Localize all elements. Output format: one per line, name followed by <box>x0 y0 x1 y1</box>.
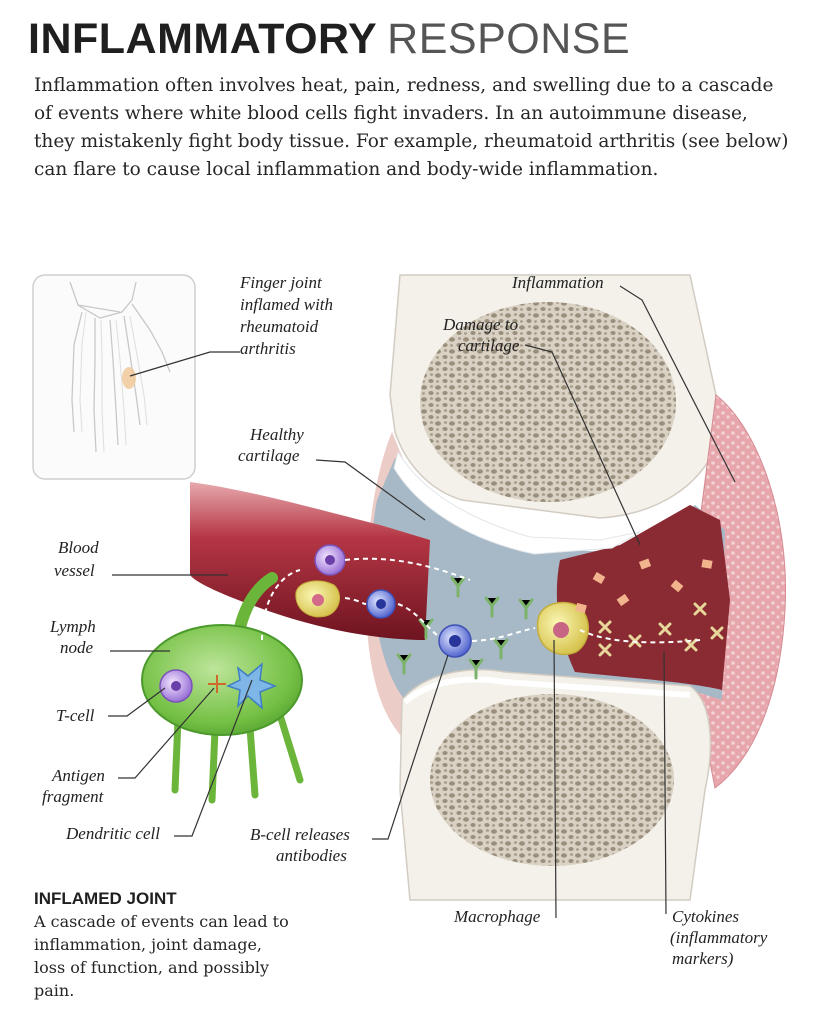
hand-inset <box>32 274 196 480</box>
label-t-cell: T-cell <box>56 706 95 725</box>
label-inflammation: Inflammation <box>511 273 604 292</box>
cartilage-fragments <box>575 558 713 614</box>
label-macrophage: Macrophage <box>453 907 541 926</box>
title-bold: INFLAMMATORY <box>28 15 378 63</box>
leader-lines <box>108 285 736 919</box>
cascade-arrows <box>261 557 701 644</box>
caption-title: INFLAMED JOINT <box>34 889 177 908</box>
lymph-node <box>141 572 304 804</box>
upper-bone <box>389 274 717 519</box>
title-light: RESPONSE <box>387 15 631 63</box>
damaged-tissue <box>556 505 730 690</box>
antibodies <box>396 576 534 680</box>
caption-body: A cascade of events can lead to inflamma… <box>34 912 289 1000</box>
cytokine-markers <box>598 602 724 657</box>
intro-paragraph: Inflammation often involves heat, pain, … <box>34 75 789 180</box>
healthy-cartilage-layer <box>393 450 641 555</box>
label-dendritic-cell: Dendritic cell <box>65 824 160 843</box>
